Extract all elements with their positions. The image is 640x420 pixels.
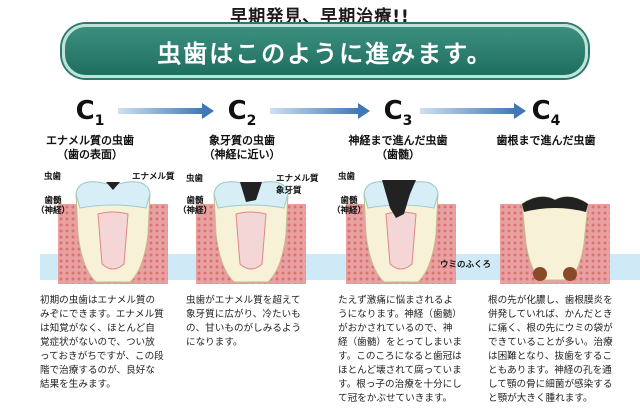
- stage-title: 象牙質の虫歯（神経に近い）: [203, 134, 281, 162]
- stage-c1: C1 エナメル質の虫歯（歯の表面）: [10, 98, 170, 162]
- stage-title: 歯根まで進んだ虫歯: [496, 134, 596, 148]
- stage-c4: C4 歯根まで進んだ虫歯: [466, 98, 626, 148]
- stage-c3: C3 神経まで進んだ虫歯（歯髄）: [318, 98, 478, 162]
- stage-title: エナメル質の虫歯（歯の表面）: [46, 134, 134, 162]
- progress-arrow-1: [118, 103, 214, 119]
- tooth-illustration-c3: [346, 180, 456, 284]
- stage-code: C3: [383, 96, 413, 130]
- label-pus-pocket: ウミのふくろ: [440, 260, 492, 270]
- label-enamel: エナメル質: [132, 172, 175, 182]
- label-pulp: 歯髄（神経）: [36, 196, 71, 216]
- label-pulp: 歯髄（神経）: [178, 196, 213, 216]
- label-caries: 虫歯: [338, 172, 356, 182]
- label-caries: 虫歯: [44, 172, 62, 182]
- tooth-illustration-c2: [196, 181, 306, 284]
- label-enamel: エナメル質: [276, 174, 319, 184]
- stage-c2: C2 象牙質の虫歯（神経に近い）: [162, 98, 322, 162]
- description-c1: 初期の虫歯はエナメル質のみぞにできます。エナメル質は知覚がなく、ほとんど自覚症状…: [40, 295, 164, 390]
- stage-title: 神経まで進んだ虫歯（歯髄）: [348, 134, 448, 162]
- label-dentin: 象牙質: [276, 186, 302, 196]
- description-c2: 虫歯がエナメル質を超えて象牙質に広がり、冷たいもの、甘いものがしみるようになりま…: [186, 295, 302, 348]
- label-caries: 虫歯: [186, 174, 204, 184]
- progress-arrow-2: [270, 103, 370, 119]
- stage-code: C4: [531, 96, 561, 130]
- tooth-illustration-c1: [58, 181, 168, 284]
- tooth-illustration-c4: [500, 196, 610, 284]
- stage-code: C1: [75, 96, 105, 130]
- label-pulp: 歯髄（神経）: [332, 196, 367, 216]
- banner-title: 虫歯はこのように進みます。: [157, 39, 493, 68]
- tagline: 早期発見、早期治療!!: [230, 7, 410, 27]
- description-c4: 根の先が化膿し、歯根膜炎を併発していれば、かんだときに痛く、根の先にウミの袋がで…: [488, 295, 613, 404]
- title-banner: 虫歯はこのように進みます。: [62, 24, 588, 78]
- stage-code: C2: [227, 96, 257, 130]
- description-c3: たえず激痛に悩まされるようになります。神経（歯髄）がおかされているので、神経（歯…: [338, 295, 462, 404]
- progress-arrow-3: [420, 103, 526, 119]
